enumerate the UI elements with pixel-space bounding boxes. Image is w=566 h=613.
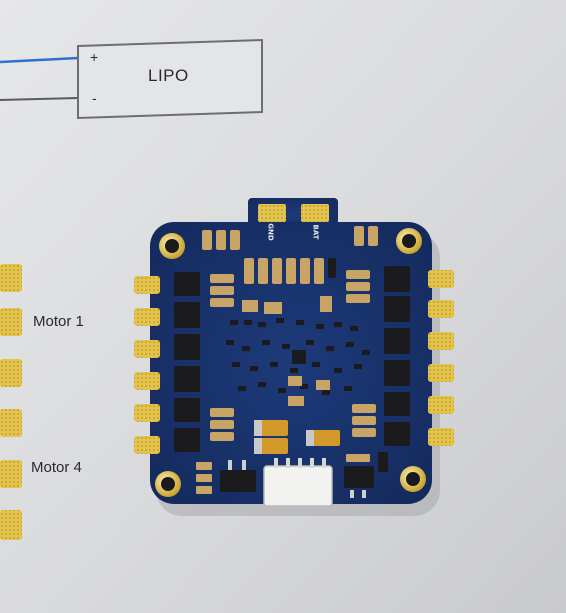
motor-pad [0, 409, 22, 437]
motor-4-label: Motor 4 [31, 459, 82, 476]
gnd-pad [258, 204, 286, 222]
lipo-label: LIPO [148, 66, 189, 85]
negative-wire [0, 97, 79, 101]
right-mosfets [384, 266, 410, 446]
positive-wire [0, 56, 79, 64]
capacitor-stacks [210, 270, 376, 441]
top-capacitors [202, 226, 378, 284]
lipo-box [77, 38, 263, 120]
bat-pad [301, 204, 329, 222]
lipo-diagram [0, 38, 263, 120]
motor-pad [0, 264, 22, 292]
left-mosfets [174, 272, 200, 452]
motor-pads-diagram [0, 264, 22, 540]
motor-pad [0, 359, 22, 387]
lipo-positive-label: + [90, 49, 99, 65]
lipo-negative-label: - [92, 90, 97, 106]
esc-pcb [134, 222, 454, 507]
left-motor-pads [134, 276, 160, 454]
bottom-right-components [344, 452, 388, 498]
tantalum-capacitors [254, 420, 340, 454]
motor-pad [0, 460, 22, 488]
signal-connector [263, 458, 333, 507]
bottom-left-components [196, 460, 256, 494]
small-smd-components [226, 296, 370, 406]
bat-silkscreen: BAT [311, 224, 320, 240]
motor-1-label: Motor 1 [33, 313, 84, 330]
motor-pad [0, 510, 22, 540]
gnd-silkscreen: GND [266, 223, 275, 241]
motor-pad [0, 308, 22, 336]
right-motor-pads [428, 270, 454, 446]
